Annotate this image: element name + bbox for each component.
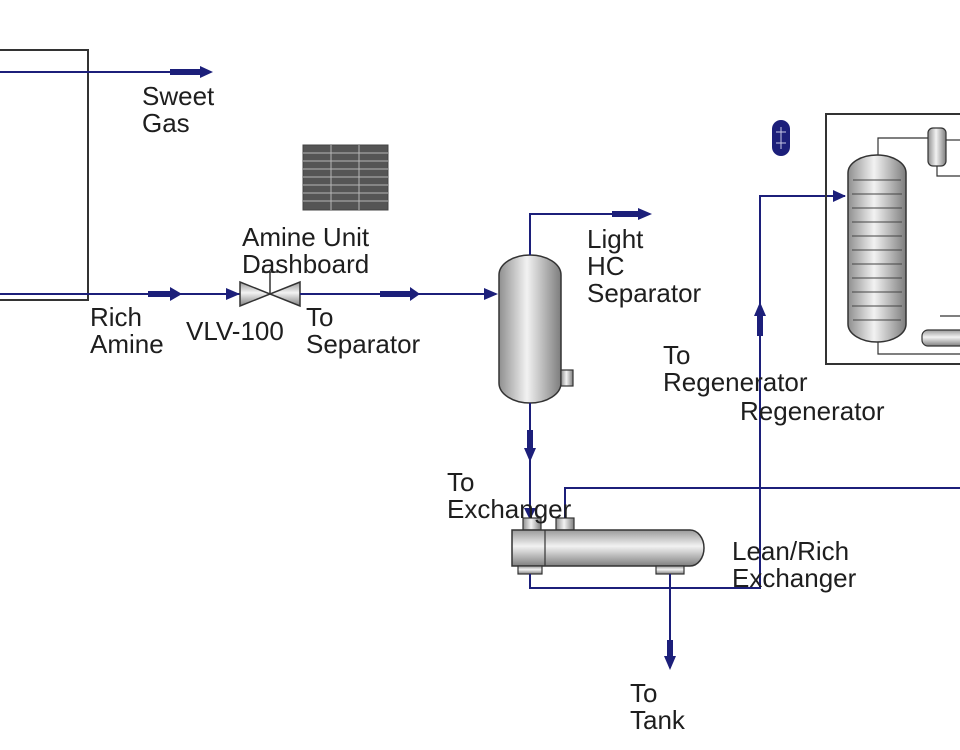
to-separator-label: To Separator: [306, 302, 421, 359]
to-separator-stream[interactable]: [300, 287, 498, 301]
rich-amine-stream[interactable]: [0, 287, 240, 301]
lean-rich-exchanger-label: Lean/Rich Exchanger: [732, 536, 857, 593]
lean-amine-return-stream[interactable]: [564, 487, 960, 518]
valve-label: VLV-100: [186, 316, 284, 346]
to-tank-stream[interactable]: [664, 574, 676, 670]
dashboard-label[interactable]: Amine Unit Dashboard: [242, 222, 370, 279]
light-hc-stream[interactable]: [529, 208, 652, 255]
to-regenerator-stream[interactable]: [529, 190, 846, 589]
regenerator-unit[interactable]: [825, 113, 960, 365]
to-tank-label: To Tank: [630, 678, 685, 735]
regenerator-label: Regenerator: [740, 396, 885, 426]
to-regenerator-label: To Regenerator: [663, 340, 808, 397]
absorber-unit[interactable]: [0, 49, 89, 301]
sweet-gas-stream[interactable]: [0, 66, 213, 78]
light-hc-separator-label: Light HC Separator: [587, 224, 702, 308]
to-exchanger-label: To Exchanger: [447, 467, 572, 524]
sweet-gas-label: Sweet Gas: [142, 81, 215, 138]
rich-amine-label: Rich Amine: [90, 302, 164, 359]
spreadsheet-grid-icon[interactable]: [302, 144, 389, 211]
lean-rich-exchanger[interactable]: [511, 517, 705, 575]
level-indicator-icon[interactable]: [772, 120, 790, 156]
to-exchanger-stream[interactable]: [524, 403, 536, 522]
separator-vessel[interactable]: [498, 254, 574, 404]
